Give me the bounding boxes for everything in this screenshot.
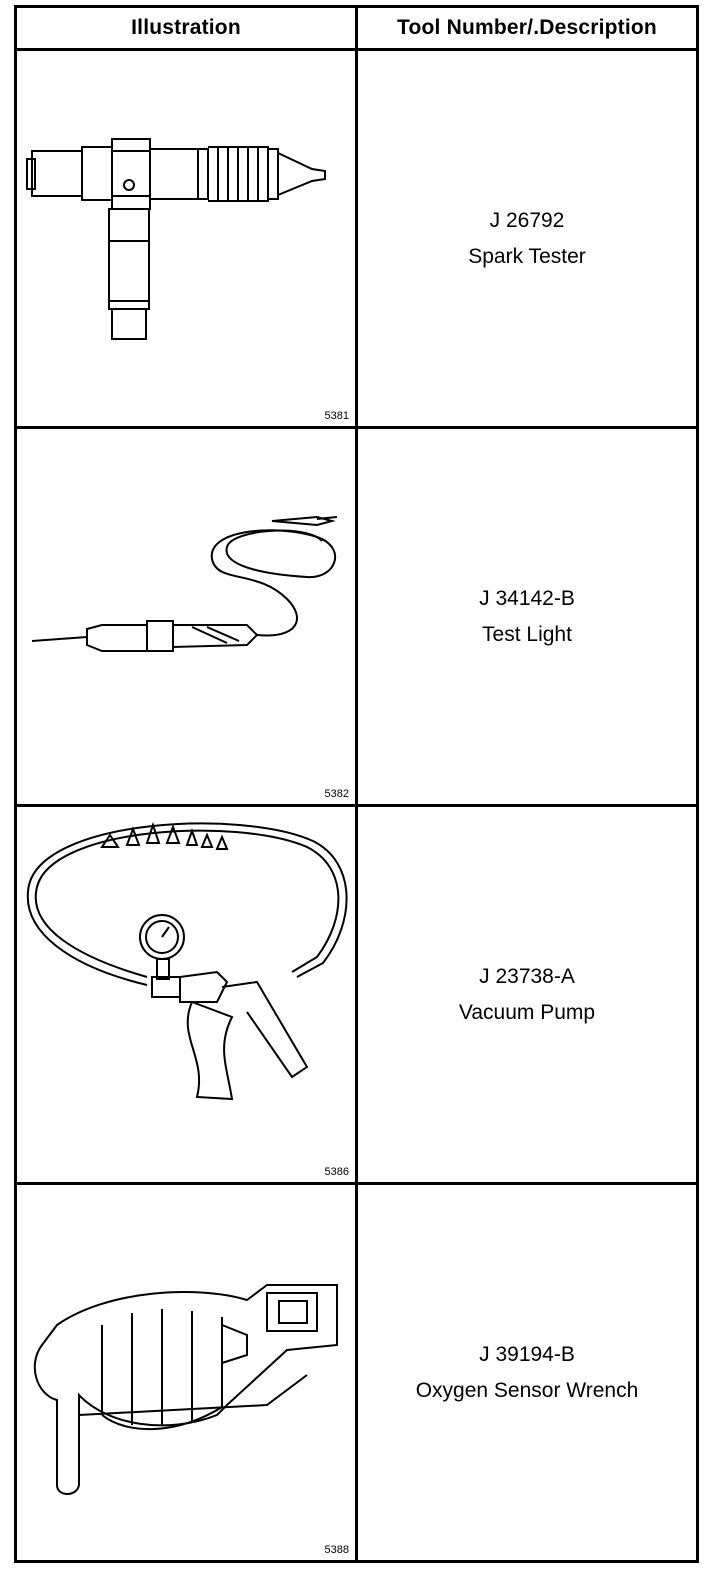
tool-description: Test Light <box>482 622 572 646</box>
illustration-cell: 5382 <box>14 426 358 807</box>
table-row: 5381 J 26792 Spark Tester <box>14 48 699 429</box>
tool-description-cell: J 26792 Spark Tester <box>355 48 699 429</box>
tool-table: Illustration Tool Number/.Description <box>14 5 699 1563</box>
tool-description-cell: J 34142-B Test Light <box>355 426 699 807</box>
tool-number: J 39194-B <box>479 1342 575 1366</box>
oxygen-sensor-wrench-icon <box>33 1284 338 1495</box>
header-tool-description: Tool Number/.Description <box>355 5 699 51</box>
tool-number: J 34142-B <box>479 586 575 610</box>
header-illustration: Illustration <box>14 5 358 51</box>
figure-number: 5382 <box>324 788 349 800</box>
tool-description: Oxygen Sensor Wrench <box>415 1378 639 1402</box>
figure-number: 5381 <box>324 410 349 422</box>
tool-table-sheet: Illustration Tool Number/.Description <box>14 5 699 1571</box>
tool-number: J 23738-A <box>479 964 575 988</box>
tool-description-cell: J 23738-A Vacuum Pump <box>355 804 699 1185</box>
table-row: 5388 J 39194-B Oxygen Sensor Wrench <box>14 1182 699 1563</box>
illustration-cell: 5381 <box>14 48 358 429</box>
illustration-cell: 5388 <box>14 1182 358 1563</box>
figure-number: 5386 <box>324 1166 349 1178</box>
tool-description: Spark Tester <box>468 244 586 268</box>
table-row: 5382 J 34142-B Test Light <box>14 426 699 807</box>
test-light-icon <box>31 515 338 652</box>
spark-tester-icon <box>26 138 326 340</box>
tool-number: J 26792 <box>489 208 565 232</box>
illustration-cell: 5386 <box>14 804 358 1185</box>
tool-description-cell: J 39194-B Oxygen Sensor Wrench <box>355 1182 699 1563</box>
figure-number: 5388 <box>324 1544 349 1556</box>
table-row: 5386 J 23738-A Vacuum Pump <box>14 804 699 1185</box>
tool-description: Vacuum Pump <box>458 1000 596 1024</box>
vacuum-pump-icon <box>26 821 348 1101</box>
header-row: Illustration Tool Number/.Description <box>14 5 699 51</box>
